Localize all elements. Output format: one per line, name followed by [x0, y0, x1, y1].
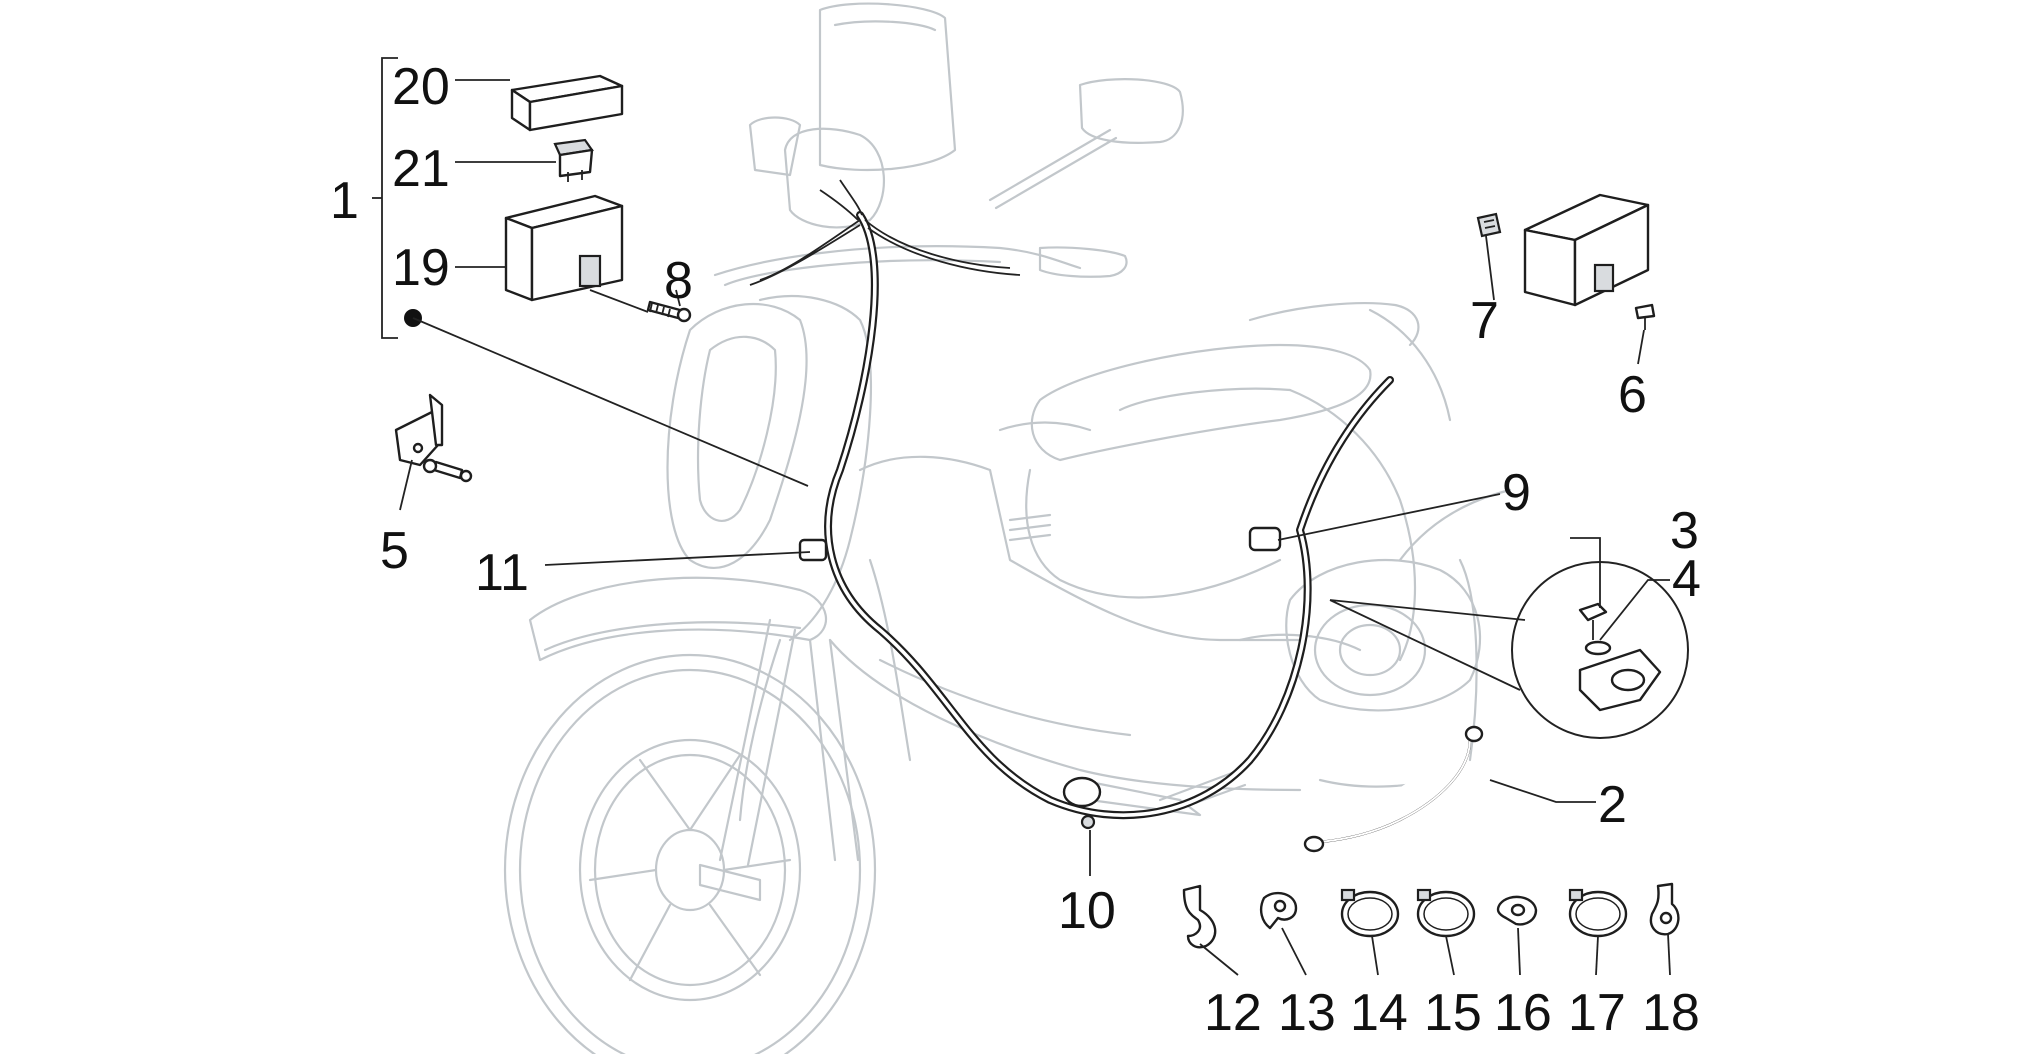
ground-cable: [1303, 725, 1484, 853]
callout-16: 16: [1494, 984, 1552, 1042]
callout-1: 1: [330, 172, 359, 230]
callout-12: 12: [1204, 984, 1262, 1042]
wiring-harness: [749, 179, 1394, 820]
clip-14: [1340, 888, 1400, 938]
callout-2: 2: [1598, 776, 1627, 834]
clip-15: [1416, 888, 1476, 938]
harness-clip-9: [1248, 526, 1282, 552]
callout-11: 11: [475, 544, 529, 602]
callout-18: 18: [1642, 984, 1700, 1042]
clip-13: [1259, 891, 1298, 930]
clip-16: [1496, 895, 1538, 926]
clip-12: [1182, 884, 1217, 949]
fuse-box-lid: [510, 74, 624, 132]
fuse-box-screw: [646, 300, 692, 323]
callout-6: 6: [1618, 366, 1647, 424]
callout-14: 14: [1350, 984, 1408, 1042]
callout-21: 21: [392, 140, 450, 198]
callout-9: 9: [1502, 464, 1531, 522]
callout-20: 20: [392, 58, 450, 116]
callout-19: 19: [392, 239, 450, 297]
callout-10: 10: [1058, 882, 1116, 940]
callout-13: 13: [1278, 984, 1336, 1042]
callout-8: 8: [664, 252, 693, 310]
clip-17: [1568, 888, 1628, 938]
callout-4: 4: [1672, 550, 1701, 608]
clip-18: [1649, 882, 1680, 936]
mounting-bracket: [394, 393, 473, 483]
callout-17: 17: [1568, 984, 1626, 1042]
callout-15: 15: [1424, 984, 1482, 1042]
scooter-ghost-outline: [503, 2, 1512, 1054]
relay-screw: [1634, 303, 1656, 330]
callout-5: 5: [380, 522, 409, 580]
fuse: [553, 138, 594, 182]
callout-3: 3: [1670, 502, 1699, 560]
relay-box: [1523, 193, 1650, 307]
harness-clip-11: [798, 538, 828, 562]
detail-magnifier: [1329, 561, 1689, 739]
fuse-box: [504, 194, 624, 302]
harness-clip-10: [1062, 776, 1102, 830]
callout-7: 7: [1470, 292, 1499, 350]
assembly-bracket-1: [372, 57, 809, 487]
relay-clip: [1476, 212, 1502, 238]
leader-lines: [399, 79, 1671, 976]
callout-labels: 1 2 3 4 5 6 7 8 9 10 11 12 13 14 15 16 1…: [330, 58, 1701, 1042]
